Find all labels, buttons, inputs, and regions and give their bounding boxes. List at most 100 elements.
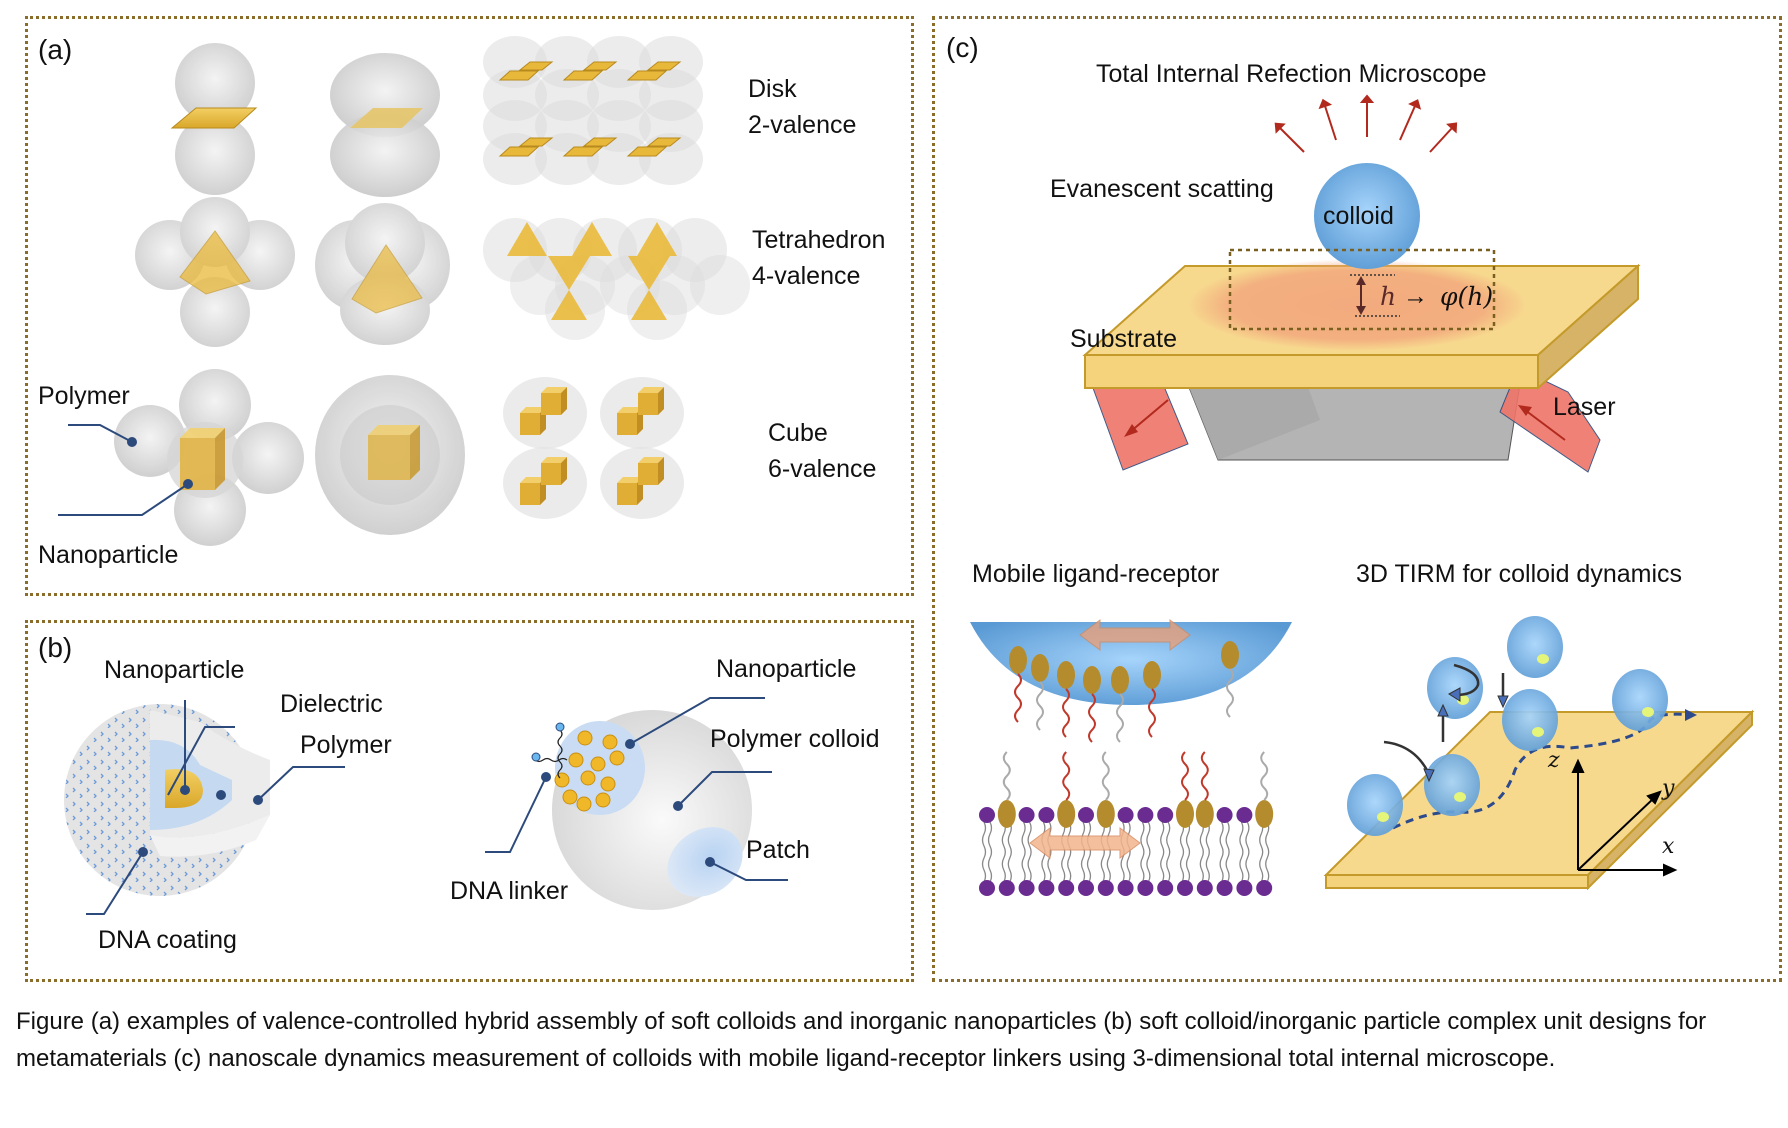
dna-strand xyxy=(1088,693,1096,743)
lipid-tail xyxy=(1199,821,1204,883)
tetra-lattice xyxy=(483,218,750,340)
panel-a xyxy=(25,16,914,596)
dna-strand xyxy=(1036,681,1044,731)
lipid-tail xyxy=(1146,821,1151,883)
dna-strand xyxy=(1062,688,1070,738)
lipid-tail xyxy=(1007,821,1012,883)
lattice-cube-top xyxy=(617,407,643,413)
lipid-head xyxy=(1157,880,1174,896)
motion-arrows xyxy=(1383,663,1505,773)
cube-lattice xyxy=(503,377,684,519)
lattice-cube xyxy=(520,413,540,435)
h-symbol: h xyxy=(1380,282,1397,311)
colloid-marker xyxy=(1537,654,1549,664)
laser-in-arrowhead xyxy=(1518,405,1532,416)
dna-linker-end-2 xyxy=(531,752,541,762)
colloid-marker xyxy=(1454,792,1466,802)
panel-c xyxy=(932,16,1782,982)
lipid-head xyxy=(1137,807,1154,823)
lipid-head xyxy=(1157,807,1174,823)
lipid-head xyxy=(998,880,1015,896)
cutaway-sphere xyxy=(64,704,270,896)
lattice-tetra xyxy=(628,256,670,290)
lattice-cube xyxy=(520,483,540,505)
colloid xyxy=(1424,754,1480,816)
row-cube-valence: 6-valence xyxy=(768,455,877,483)
lipid-tail xyxy=(1086,821,1092,883)
disk-nanoparticle xyxy=(170,107,258,129)
dna-strand xyxy=(1002,751,1011,801)
lattice-disk xyxy=(626,70,668,81)
dna-strand xyxy=(1116,693,1124,743)
lattice-cube xyxy=(617,483,637,505)
disk-nanoparticle-2 xyxy=(350,108,423,128)
lipid-head xyxy=(1137,880,1154,896)
tetra-nanoparticle-2 xyxy=(351,244,423,314)
ligand xyxy=(1221,641,1239,669)
lattice-cube xyxy=(638,463,658,485)
row-cube-shape: Cube xyxy=(768,419,828,447)
laser-in-arrow xyxy=(1524,409,1566,441)
nanoparticle xyxy=(609,750,625,766)
receptor xyxy=(1096,800,1115,828)
lattice-disk xyxy=(582,61,618,71)
axis-y-label: y xyxy=(1662,776,1675,801)
nanoparticle xyxy=(580,770,596,786)
nanoparticle xyxy=(562,789,578,805)
laser-beam-in xyxy=(1499,367,1601,473)
scatter-arrow xyxy=(1429,127,1453,153)
lipid-tail xyxy=(1027,821,1032,883)
lipid-head xyxy=(1038,880,1055,896)
callout-nanoparticle-dot xyxy=(183,479,193,489)
callout-polymer-dot xyxy=(127,437,137,447)
b-right-nanoparticle-label: Nanoparticle xyxy=(716,655,857,683)
nanoparticle xyxy=(577,730,593,746)
lipid-head xyxy=(979,807,995,823)
row-disk-valence: 2-valence xyxy=(748,111,857,139)
tirm-substrate xyxy=(1323,709,1755,891)
b-left-dna-coating-label: DNA coating xyxy=(98,926,237,954)
b-right-patch-label: Patch xyxy=(746,836,810,864)
lipid-tail xyxy=(1179,821,1185,883)
scatter-arrowhead xyxy=(1318,98,1333,110)
lattice-disk xyxy=(626,146,668,157)
lipid-head xyxy=(1117,880,1134,896)
phi-of-h: φ(h) xyxy=(1440,282,1494,311)
lattice-cube xyxy=(638,393,658,415)
lattice-polymer xyxy=(663,218,727,282)
lipid-head xyxy=(979,880,995,896)
laser-out-arrow xyxy=(1129,399,1169,433)
zoom-box xyxy=(1228,248,1496,331)
lipid-head xyxy=(1078,880,1094,896)
ligand xyxy=(1083,666,1101,694)
ligand-receptor-layer xyxy=(979,641,1274,896)
lattice-disk xyxy=(562,146,604,157)
callout-dots-b-left xyxy=(138,785,263,857)
scatter-arrows xyxy=(1274,94,1458,153)
dna-strand xyxy=(1200,751,1209,801)
membrane-mobility-arrow xyxy=(1029,619,1191,859)
dna-linker-strands xyxy=(534,729,568,779)
b-right-polymer-colloid-label: Polymer colloid xyxy=(710,725,880,753)
motion-arrowheads xyxy=(1423,687,1509,783)
3d-tirm-title: 3D TIRM for colloid dynamics xyxy=(1356,560,1683,588)
lipid-tail xyxy=(981,821,987,883)
colloid-marker xyxy=(1642,707,1654,717)
disk-lattice xyxy=(483,36,703,185)
lattice-cube xyxy=(541,463,561,485)
cube-nanoparticle xyxy=(180,428,225,490)
dna-strand xyxy=(1014,673,1022,723)
lattice-disk xyxy=(646,61,682,71)
panel-b xyxy=(25,620,914,982)
lattice-cube-side xyxy=(561,457,567,485)
lipid-tail xyxy=(1061,821,1066,883)
lipid-tail xyxy=(1259,821,1264,883)
dna-strand xyxy=(1260,751,1269,801)
lattice-cube-top xyxy=(520,477,546,483)
dna-strand xyxy=(1148,688,1156,738)
lipid-tail xyxy=(1166,821,1171,883)
dna-strand xyxy=(1101,751,1110,801)
panel-b-label: (b) xyxy=(38,632,73,663)
lipid-head xyxy=(1018,880,1035,896)
